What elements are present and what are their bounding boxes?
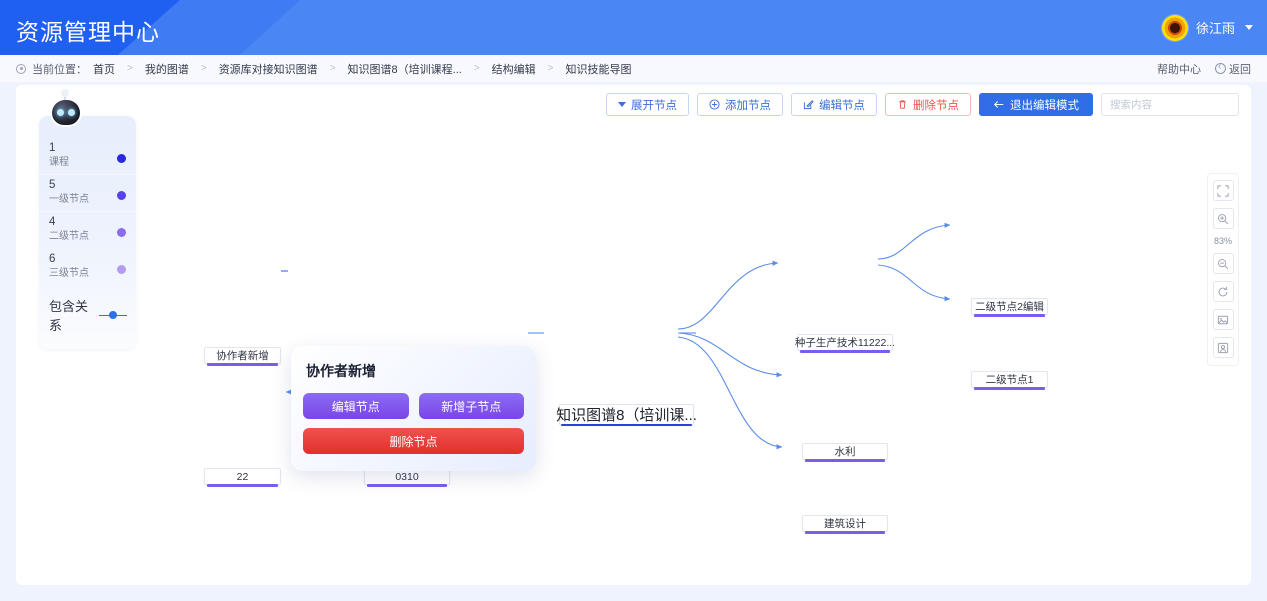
legend-item-level1[interactable]: 5 一级节点 (39, 175, 136, 212)
breadcrumb-separator: > (547, 63, 554, 74)
legend-label: 二级节点 (49, 231, 89, 242)
legend-label: 一级节点 (49, 194, 89, 205)
relation-line-icon (99, 310, 127, 320)
legend-relation-label: 包含关系 (49, 299, 89, 333)
search-box[interactable] (1101, 93, 1239, 116)
zoom-out-button[interactable] (1212, 253, 1234, 274)
plus-circle-icon (709, 99, 720, 110)
breadcrumb-item-graph8[interactable]: 知识图谱8（培训课程... (347, 63, 462, 76)
context-add-child-node-button[interactable]: 新增子节点 (418, 393, 524, 419)
user-menu[interactable]: 徐江雨 (1161, 0, 1253, 55)
breadcrumb-item-structure-edit[interactable]: 结构编辑 (491, 63, 536, 76)
reset-view-button[interactable] (1212, 281, 1234, 302)
legend-count: 5 (49, 179, 56, 191)
page-title: 资源管理中心 (16, 19, 160, 45)
arrow-left-icon (993, 101, 1004, 108)
canvas-tool-rail: 83% (1207, 173, 1239, 366)
pencil-square-icon (803, 100, 814, 110)
back-button[interactable]: 返回 (1215, 61, 1251, 77)
mindmap-node-level2-edit[interactable]: 二级节点2编辑 (971, 298, 1048, 317)
breadcrumb-item-resource-graph[interactable]: 资源库对接知识图谱 (218, 63, 318, 76)
legend-item-level3[interactable]: 6 三级节点 (39, 249, 136, 285)
mindmap-node-root[interactable]: 知识图谱8（培训课... (556, 404, 697, 426)
breadcrumb-item-my-graphs[interactable]: 我的图谱 (144, 63, 189, 76)
legend-label: 三级节点 (49, 268, 89, 279)
trash-icon (899, 100, 906, 109)
legend-color-dot (117, 154, 126, 163)
breadcrumb-label: 当前位置： (32, 63, 87, 76)
expand-nodes-label: 展开节点 (631, 99, 677, 112)
robot-eye-left-icon (57, 109, 64, 116)
mindmap-node-level2-one[interactable]: 二级节点1 (971, 371, 1048, 390)
exit-edit-mode-button[interactable]: 退出编辑模式 (979, 93, 1093, 116)
zoom-in-icon (1218, 213, 1229, 224)
user-name: 徐江雨 (1195, 21, 1235, 36)
legend-panel: 1 课程 5 一级节点 4 二级节点 6 三级节点 包含关系 (39, 89, 136, 349)
mindmap-node-22[interactable]: 22 (204, 468, 281, 487)
context-delete-node-button[interactable]: 删除节点 (303, 428, 524, 454)
context-edit-node-button[interactable]: 编辑节点 (303, 393, 409, 419)
edit-node-button[interactable]: 编辑节点 (791, 93, 877, 116)
robot-icon[interactable] (52, 89, 80, 125)
legend-count: 4 (49, 216, 56, 228)
mindmap-edges (281, 222, 951, 450)
delete-node-button[interactable]: 删除节点 (885, 93, 971, 116)
edit-node-label: 编辑节点 (819, 99, 865, 112)
locate-center-button[interactable] (1212, 337, 1234, 358)
legend-color-dot (117, 228, 126, 237)
location-icon (16, 63, 26, 74)
zoom-level-label: 83% (1213, 236, 1232, 246)
add-node-label: 添加节点 (725, 99, 771, 112)
breadcrumb-item-home[interactable]: 首页 (93, 63, 115, 76)
robot-eye-right-icon (68, 109, 75, 116)
breadcrumb-separator: > (200, 63, 207, 74)
export-image-button[interactable] (1212, 309, 1234, 330)
mindmap-node-collaborator-new[interactable]: 协作者新增 (204, 347, 281, 366)
refresh-icon (1218, 286, 1228, 296)
image-export-icon (1217, 315, 1229, 324)
fit-screen-button[interactable] (1212, 180, 1234, 201)
breadcrumb: 当前位置： 首页 > 我的图谱 > 资源库对接知识图谱 > 知识图谱8（培训课程… (0, 55, 1267, 82)
mindmap-node-water[interactable]: 水利 (802, 443, 888, 462)
exit-edit-mode-label: 退出编辑模式 (1010, 99, 1079, 112)
legend-item-level2[interactable]: 4 二级节点 (39, 212, 136, 249)
avatar (1161, 14, 1188, 41)
fit-screen-icon (1217, 184, 1229, 197)
chevron-down-icon (1245, 25, 1253, 30)
mindmap-layer: 知识图谱8（培训课... 种子生产技术11222... 二级节点2编辑 二级节点… (16, 85, 1251, 585)
legend-count: 1 (49, 142, 56, 154)
mindmap-node-0310[interactable]: 0310 (364, 468, 450, 487)
expand-nodes-button[interactable]: 展开节点 (606, 93, 689, 116)
legend-label: 课程 (49, 157, 69, 168)
mindmap-node-architecture[interactable]: 建筑设计 (802, 515, 888, 534)
graph-canvas[interactable]: 展开节点 添加节点 编辑节点 删除节点 退出编辑模式 (16, 85, 1251, 585)
node-context-menu[interactable]: 协作者新增 编辑节点 新增子节点 删除节点 (291, 346, 536, 471)
add-node-button[interactable]: 添加节点 (697, 93, 783, 116)
breadcrumb-item-skill-map[interactable]: 知识技能导图 (565, 63, 632, 76)
back-circle-icon (1215, 61, 1226, 74)
legend-color-dot (117, 265, 126, 274)
context-menu-title: 协作者新增 (306, 363, 376, 379)
help-center-link[interactable]: 帮助中心 (1157, 63, 1201, 76)
graph-toolbar: 展开节点 添加节点 编辑节点 删除节点 退出编辑模式 (606, 93, 1239, 116)
mindmap-node-seed-production[interactable]: 种子生产技术11222... (795, 334, 895, 353)
breadcrumb-separator: > (127, 63, 133, 74)
breadcrumb-separator: > (473, 63, 480, 74)
search-input[interactable] (1102, 98, 1238, 111)
back-label: 返回 (1229, 63, 1251, 76)
zoom-in-button[interactable] (1212, 208, 1234, 229)
breadcrumb-separator: > (329, 63, 336, 74)
legend-item-course[interactable]: 1 课程 (39, 138, 136, 175)
locate-icon (1217, 342, 1229, 353)
zoom-out-icon (1218, 258, 1229, 269)
legend-color-dot (117, 191, 126, 200)
legend-item-relation[interactable]: 包含关系 (39, 285, 136, 343)
chevron-down-icon (618, 102, 626, 107)
delete-node-label: 删除节点 (913, 99, 959, 112)
app-header: 资源管理中心 徐江雨 (0, 0, 1267, 55)
legend-count: 6 (49, 253, 56, 265)
